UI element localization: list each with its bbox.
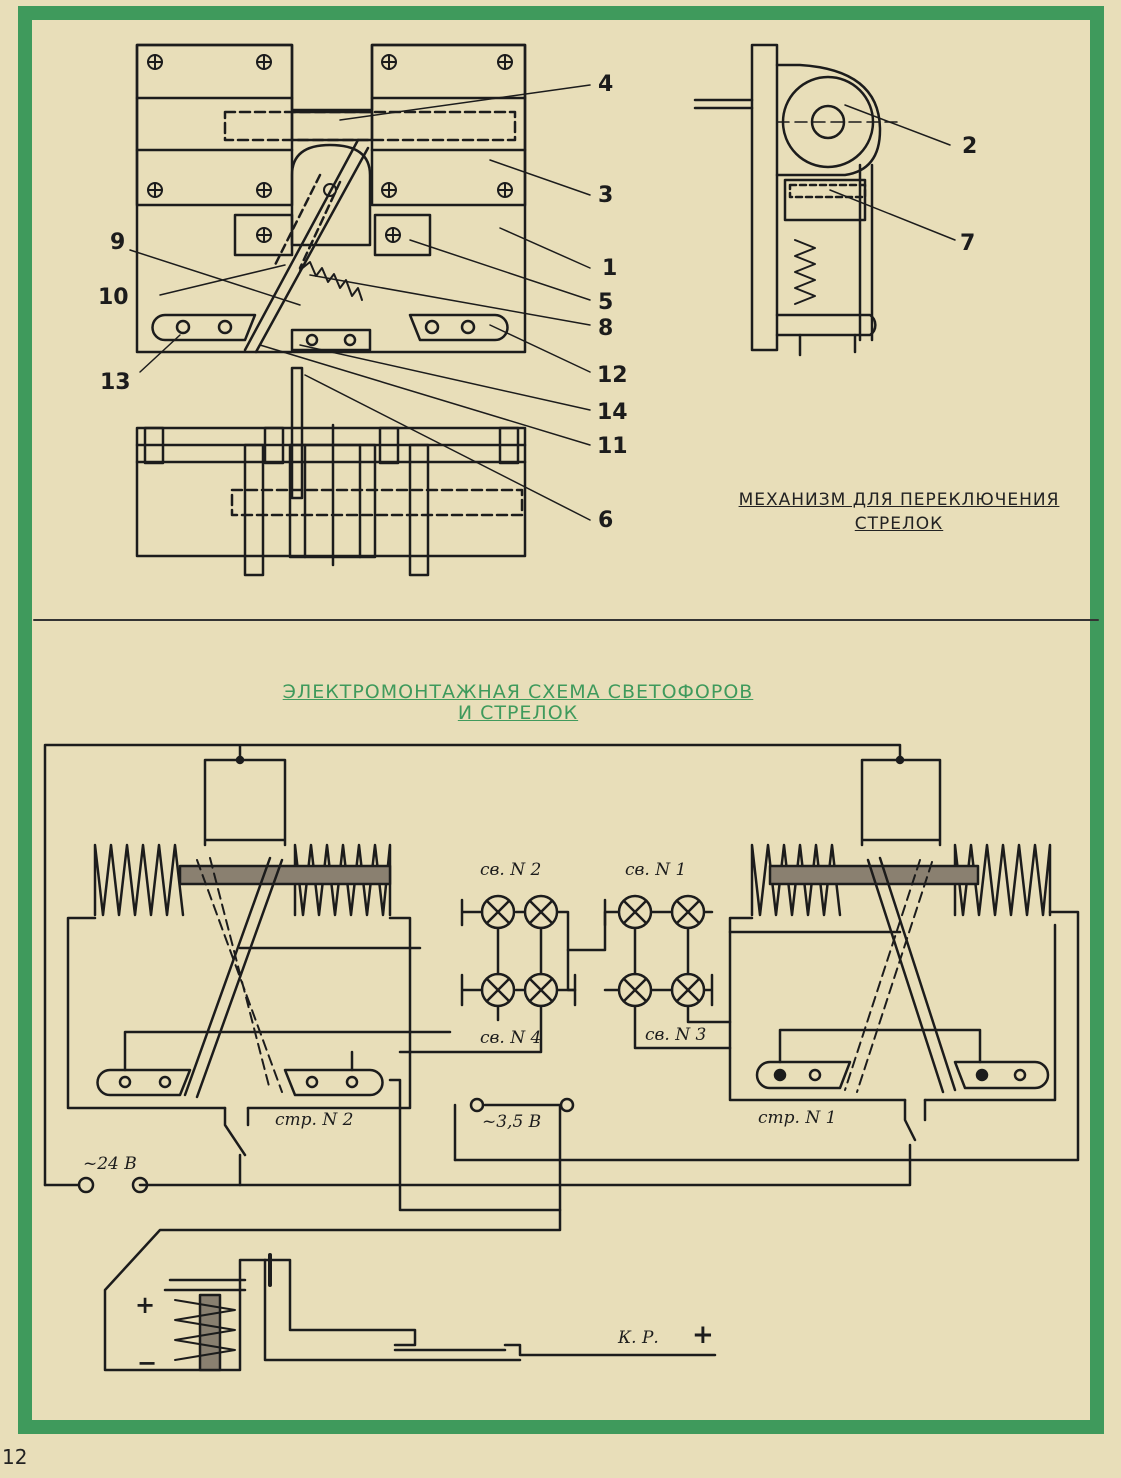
label-sv-n4: св. N 4 (480, 1028, 542, 1048)
lamps-sv1-sv3 (566, 894, 732, 1050)
schematic-title-line2: И СТРЕЛОК (457, 702, 579, 724)
label-str-n2: стр. N 2 (275, 1110, 354, 1130)
battery-minus: − (137, 1348, 158, 1377)
callout-1: 1 (602, 256, 618, 281)
callout-10: 10 (98, 285, 129, 310)
page-number: 12 (2, 1445, 28, 1469)
lamps-sv2-sv4 (398, 894, 577, 1054)
callout-12: 12 (597, 363, 628, 388)
label-sv-n2: св. N 2 (480, 860, 542, 880)
label-sv-n1: св. N 1 (625, 860, 687, 880)
callout-4: 4 (598, 72, 614, 97)
green-border-frame (18, 6, 1104, 1434)
kr-plus: + (692, 1320, 714, 1350)
label-str-n1: стр. N 1 (758, 1108, 837, 1128)
mechanism-top-view (135, 43, 527, 354)
callout-13: 13 (100, 370, 131, 395)
label-kr: К. Р. (618, 1328, 659, 1348)
label-24v: ~24 В (83, 1154, 137, 1174)
callout-5: 5 (598, 290, 614, 315)
mechanism-leaders (129, 84, 591, 521)
callout-14: 14 (597, 400, 628, 425)
callout-3: 3 (598, 183, 614, 208)
schematic (43, 743, 1080, 1372)
battery-plus: + (135, 1290, 156, 1319)
mechanism-title-line1: МЕХАНИЗМ ДЛЯ ПЕРЕКЛЮЧЕНИЯ (738, 490, 1060, 510)
callout-2: 2 (962, 134, 978, 159)
label-3-5v: ~3,5 В (482, 1112, 542, 1132)
schematic-title-line1: ЭЛЕКТРОМОНТАЖНАЯ СХЕМА СВЕТОФОРОВ (282, 681, 754, 703)
label-sv-n3: св. N 3 (645, 1025, 707, 1045)
mechanism-front-view (135, 366, 527, 577)
callout-7: 7 (960, 231, 976, 256)
callout-9: 9 (110, 230, 126, 255)
mechanism-side-view (693, 43, 956, 357)
callout-11: 11 (597, 434, 628, 459)
callout-6: 6 (598, 508, 614, 533)
callout-8: 8 (598, 316, 614, 341)
mechanism-title-line2: СТРЕЛОК (854, 514, 944, 534)
